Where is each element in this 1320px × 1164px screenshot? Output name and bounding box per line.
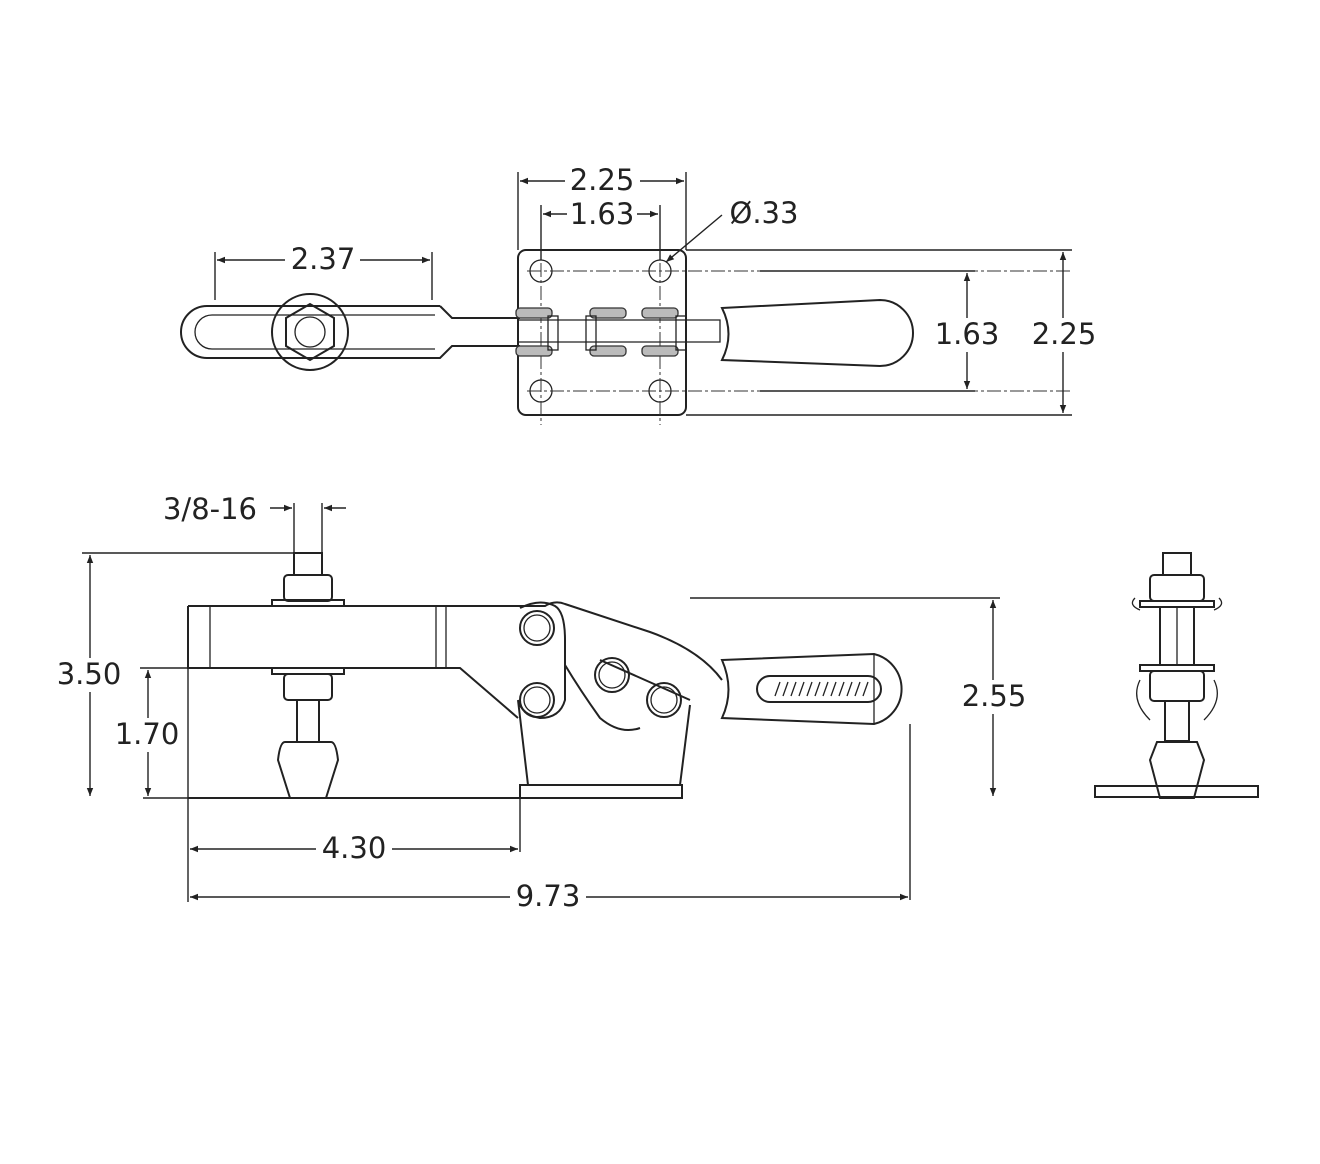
- body-base: [519, 784, 683, 799]
- handle: [720, 298, 914, 368]
- dim-overall-length: 9.73: [516, 879, 581, 913]
- pivot-pins: [519, 610, 682, 718]
- dim-hole-diameter: Ø.33: [730, 196, 799, 230]
- side-base-plate: [1094, 785, 1259, 798]
- base-plate: [517, 249, 687, 416]
- dim-spindle-height: 1.70: [115, 717, 180, 751]
- spindle-arm: [180, 305, 520, 359]
- dim-thread-size: 3/8-16: [163, 492, 257, 526]
- brand-logo: [756, 675, 882, 703]
- clamp-body: [517, 601, 691, 786]
- mounting-holes: [529, 259, 672, 403]
- dim-spindle-to-base: 4.30: [322, 831, 387, 865]
- dim-handle-height: 2.55: [962, 679, 1027, 713]
- side-view: [1094, 552, 1259, 799]
- dim-hole-spacing-x: 1.63: [570, 197, 635, 231]
- dim-plate-width: 2.25: [570, 163, 635, 197]
- dim-overall-height: 3.50: [57, 657, 122, 691]
- front-view: 3/8-16 3.50 1.70 2.55 4.30 9.73: [52, 492, 1031, 914]
- pivot-pads: [515, 307, 687, 357]
- dim-slot-length: 2.37: [291, 242, 356, 276]
- spindle-nut: [271, 293, 349, 371]
- spindle: [271, 552, 345, 799]
- clamp-arm: [187, 601, 723, 719]
- dim-hole-spacing-y: 1.63: [935, 317, 1000, 351]
- dim-plate-height: 2.25: [1032, 317, 1097, 351]
- top-view: 2.25 1.63 Ø.33 2.37 1.63 2.25: [180, 163, 1100, 425]
- handle: [720, 652, 903, 726]
